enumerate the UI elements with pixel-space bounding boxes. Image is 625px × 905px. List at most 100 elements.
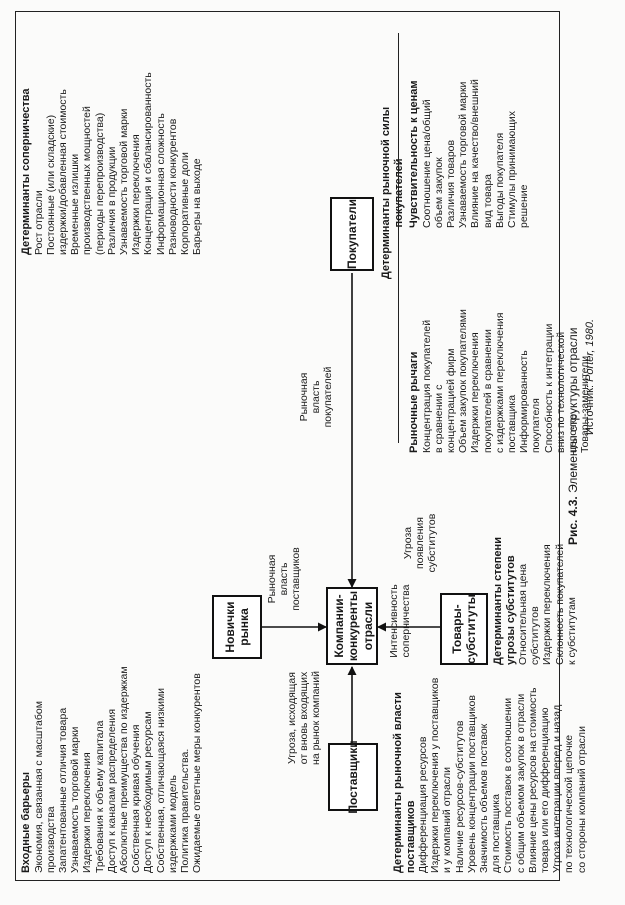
list-item: с общим объемом закупок в отрасли bbox=[514, 693, 527, 873]
list-item: Доступ к необходимым ресурсам bbox=[142, 711, 155, 873]
buyer-power-arrow-label: Рыночная власть покупателей bbox=[298, 366, 334, 428]
buyer-power-title: Детерминанты рыночной силы покупателей bbox=[380, 106, 405, 280]
list-item: Доступ к каналам распределения bbox=[105, 708, 118, 873]
list-item: Рост отрасли bbox=[32, 190, 45, 255]
list-item: и у компаний отрасли bbox=[441, 766, 454, 873]
list-item: Информированность bbox=[518, 350, 531, 453]
buyer-power-block: Детерминанты рыночной силы покупателей Р… bbox=[380, 23, 591, 453]
list-item: Издержки переключения у поставщиков bbox=[429, 677, 442, 873]
list-item: (периоды перепроизводства) bbox=[93, 112, 106, 255]
list-item: Разноводности конкурентов bbox=[166, 118, 179, 255]
new-entrants-label: Новички рынка bbox=[222, 601, 251, 653]
buyer-leverage-block: Рыночные рычаги Концентрация покупателей… bbox=[408, 243, 591, 453]
list-item: со стороны компаний отрасли bbox=[575, 726, 588, 873]
list-item: производственных мощностей bbox=[81, 106, 94, 255]
substitutes-box: Товары-субституты bbox=[440, 593, 488, 665]
list-item: по технологической цепочке bbox=[563, 734, 576, 873]
list-item: покупателя bbox=[530, 398, 543, 453]
list-item: Абсолютные преимущества по издержкам bbox=[117, 666, 130, 873]
list-item: Наличие ресурсов-субститутов bbox=[453, 720, 466, 873]
figure-caption-label: Рис. 4.3. bbox=[566, 496, 580, 545]
list-item: Ожидаемые ответные меры конкурентов bbox=[191, 673, 204, 873]
figure-source-text: Porter, 1980. bbox=[584, 318, 596, 382]
list-item: покупателей в сравнении bbox=[481, 329, 494, 453]
rivalry-list: Рост отрасли Постоянные (или складские) … bbox=[33, 23, 204, 255]
list-item: Требования к объему капитала bbox=[93, 720, 106, 873]
list-item: объем закупок bbox=[432, 157, 445, 228]
list-item: товара или его дифференциацию bbox=[539, 707, 552, 873]
list-item: Издержки переключения bbox=[541, 544, 554, 665]
list-item: Соотношение цена/общий bbox=[420, 99, 433, 228]
suppliers-label: Поставщики bbox=[345, 740, 360, 814]
supplier-power-title: Детерминанты рыночной власти поставщиков bbox=[392, 692, 417, 873]
list-item: Временные излишки bbox=[69, 153, 82, 255]
list-item: Собственная кривая обучения bbox=[130, 724, 143, 873]
list-item: Способность к интеграции bbox=[542, 323, 555, 453]
substitute-threat-arrow-label: Угроза появления субститутов bbox=[402, 513, 438, 573]
list-item: Запатентованные отличия товара bbox=[56, 707, 69, 873]
list-item: Склонность покупателей bbox=[553, 543, 566, 665]
list-item: Стимулы принимающих bbox=[505, 111, 518, 228]
list-item: Экономия, связанная с масштабом производ… bbox=[32, 701, 57, 873]
list-item: издержками модель bbox=[166, 775, 179, 873]
price-sensitivity-list: Соотношение цена/общий объем закупок Раз… bbox=[421, 28, 531, 228]
list-item: Различия товаров bbox=[444, 139, 457, 228]
list-item: с издержками переключения bbox=[493, 312, 506, 453]
list-item: Корпоративные доли bbox=[178, 152, 191, 255]
competitors-label: Компании-конкуренты отрасли bbox=[332, 590, 375, 662]
figure-source: Источник: Porter, 1980. bbox=[584, 319, 596, 435]
list-item: Влияние на качество/внешний bbox=[469, 79, 482, 228]
list-item: Узнаваемость торговой марки bbox=[457, 81, 470, 228]
competitors-box: Компании-конкуренты отрасли bbox=[326, 587, 378, 665]
list-item: издержки/добавленная стоимость bbox=[56, 89, 69, 255]
substitutes-label: Товары-субституты bbox=[449, 594, 478, 664]
list-item: поставщика bbox=[505, 394, 518, 453]
supplier-power-arrow-label: Рыночная власть поставщиков bbox=[266, 547, 302, 611]
price-sensitivity-block: Чувствительность к ценам Соотношение цен… bbox=[408, 28, 530, 228]
list-item: концентрацией фирм bbox=[444, 348, 457, 453]
list-item: Различия в продукции bbox=[105, 146, 118, 255]
buyers-box: Покупатели bbox=[330, 197, 374, 271]
list-item: Значимость объемов поставок bbox=[478, 723, 491, 873]
list-item: Барьеры на выходе bbox=[191, 158, 204, 255]
list-item: Объем закупок покупателями bbox=[457, 309, 470, 453]
figure-source-label: Источник: bbox=[584, 384, 596, 435]
list-item: для поставщика bbox=[490, 794, 503, 873]
list-item: Информационная сложность bbox=[154, 113, 167, 255]
list-item: Выгоды покупателя bbox=[493, 132, 506, 228]
substitute-threat-title: Детерминанты степени угрозы субститутов bbox=[492, 537, 517, 665]
list-item: Угроза интеграции вперед и назад bbox=[551, 704, 564, 873]
entry-barriers-block: Входные барьеры Экономия, связанная с ма… bbox=[20, 663, 203, 873]
supplier-power-list: Дифференциация ресурсов Издержки переклю… bbox=[417, 673, 588, 873]
list-item: Политика правительства. bbox=[178, 748, 191, 873]
rivalry-block: Детерминанты соперничества Рост отрасли … bbox=[20, 23, 203, 255]
list-item: в сравнении с bbox=[432, 384, 445, 453]
list-item: Дифференциация ресурсов bbox=[417, 736, 429, 873]
list-item: Концентрация покупателей bbox=[420, 319, 433, 453]
list-item: Собственная, отличающаяся низкими bbox=[154, 687, 167, 873]
list-item: Относительная цена bbox=[517, 563, 529, 665]
list-item: Издержки переключения bbox=[130, 134, 143, 255]
list-item: Концентрация и сбалансированность bbox=[142, 72, 155, 255]
figure-caption-text: Элементы структуры отрасли bbox=[566, 327, 580, 493]
price-sensitivity-title: Чувствительность к ценам bbox=[408, 80, 420, 228]
list-item: Стоимость поставок в соотношении bbox=[502, 697, 515, 873]
rivalry-intensity-label: Интенсивность соперничества bbox=[388, 584, 412, 658]
entry-barriers-title: Входные барьеры bbox=[20, 771, 32, 873]
entry-threat-arrow-label: Угроза, исходящая от вновь входящих на р… bbox=[286, 671, 322, 765]
list-item: решение bbox=[518, 184, 531, 228]
buyer-leverage-title: Рыночные рычаги bbox=[408, 351, 420, 453]
figure-caption: Рис. 4.3. Элементы структуры отрасли bbox=[566, 327, 580, 545]
entry-barriers-list: Экономия, связанная с масштабом производ… bbox=[33, 663, 204, 873]
list-item: субститутов bbox=[529, 606, 542, 665]
rivalry-title: Детерминанты соперничества bbox=[20, 88, 32, 256]
list-item: Издержки переключения bbox=[469, 332, 482, 453]
list-item: Узнаваемость торговой марки bbox=[117, 108, 130, 255]
list-item: Издержки переключения bbox=[81, 752, 94, 873]
list-item: Постоянные (или складские) bbox=[44, 114, 57, 255]
new-entrants-box: Новички рынка bbox=[212, 595, 262, 659]
buyers-label: Покупатели bbox=[344, 198, 359, 270]
suppliers-box: Поставщики bbox=[328, 740, 378, 814]
